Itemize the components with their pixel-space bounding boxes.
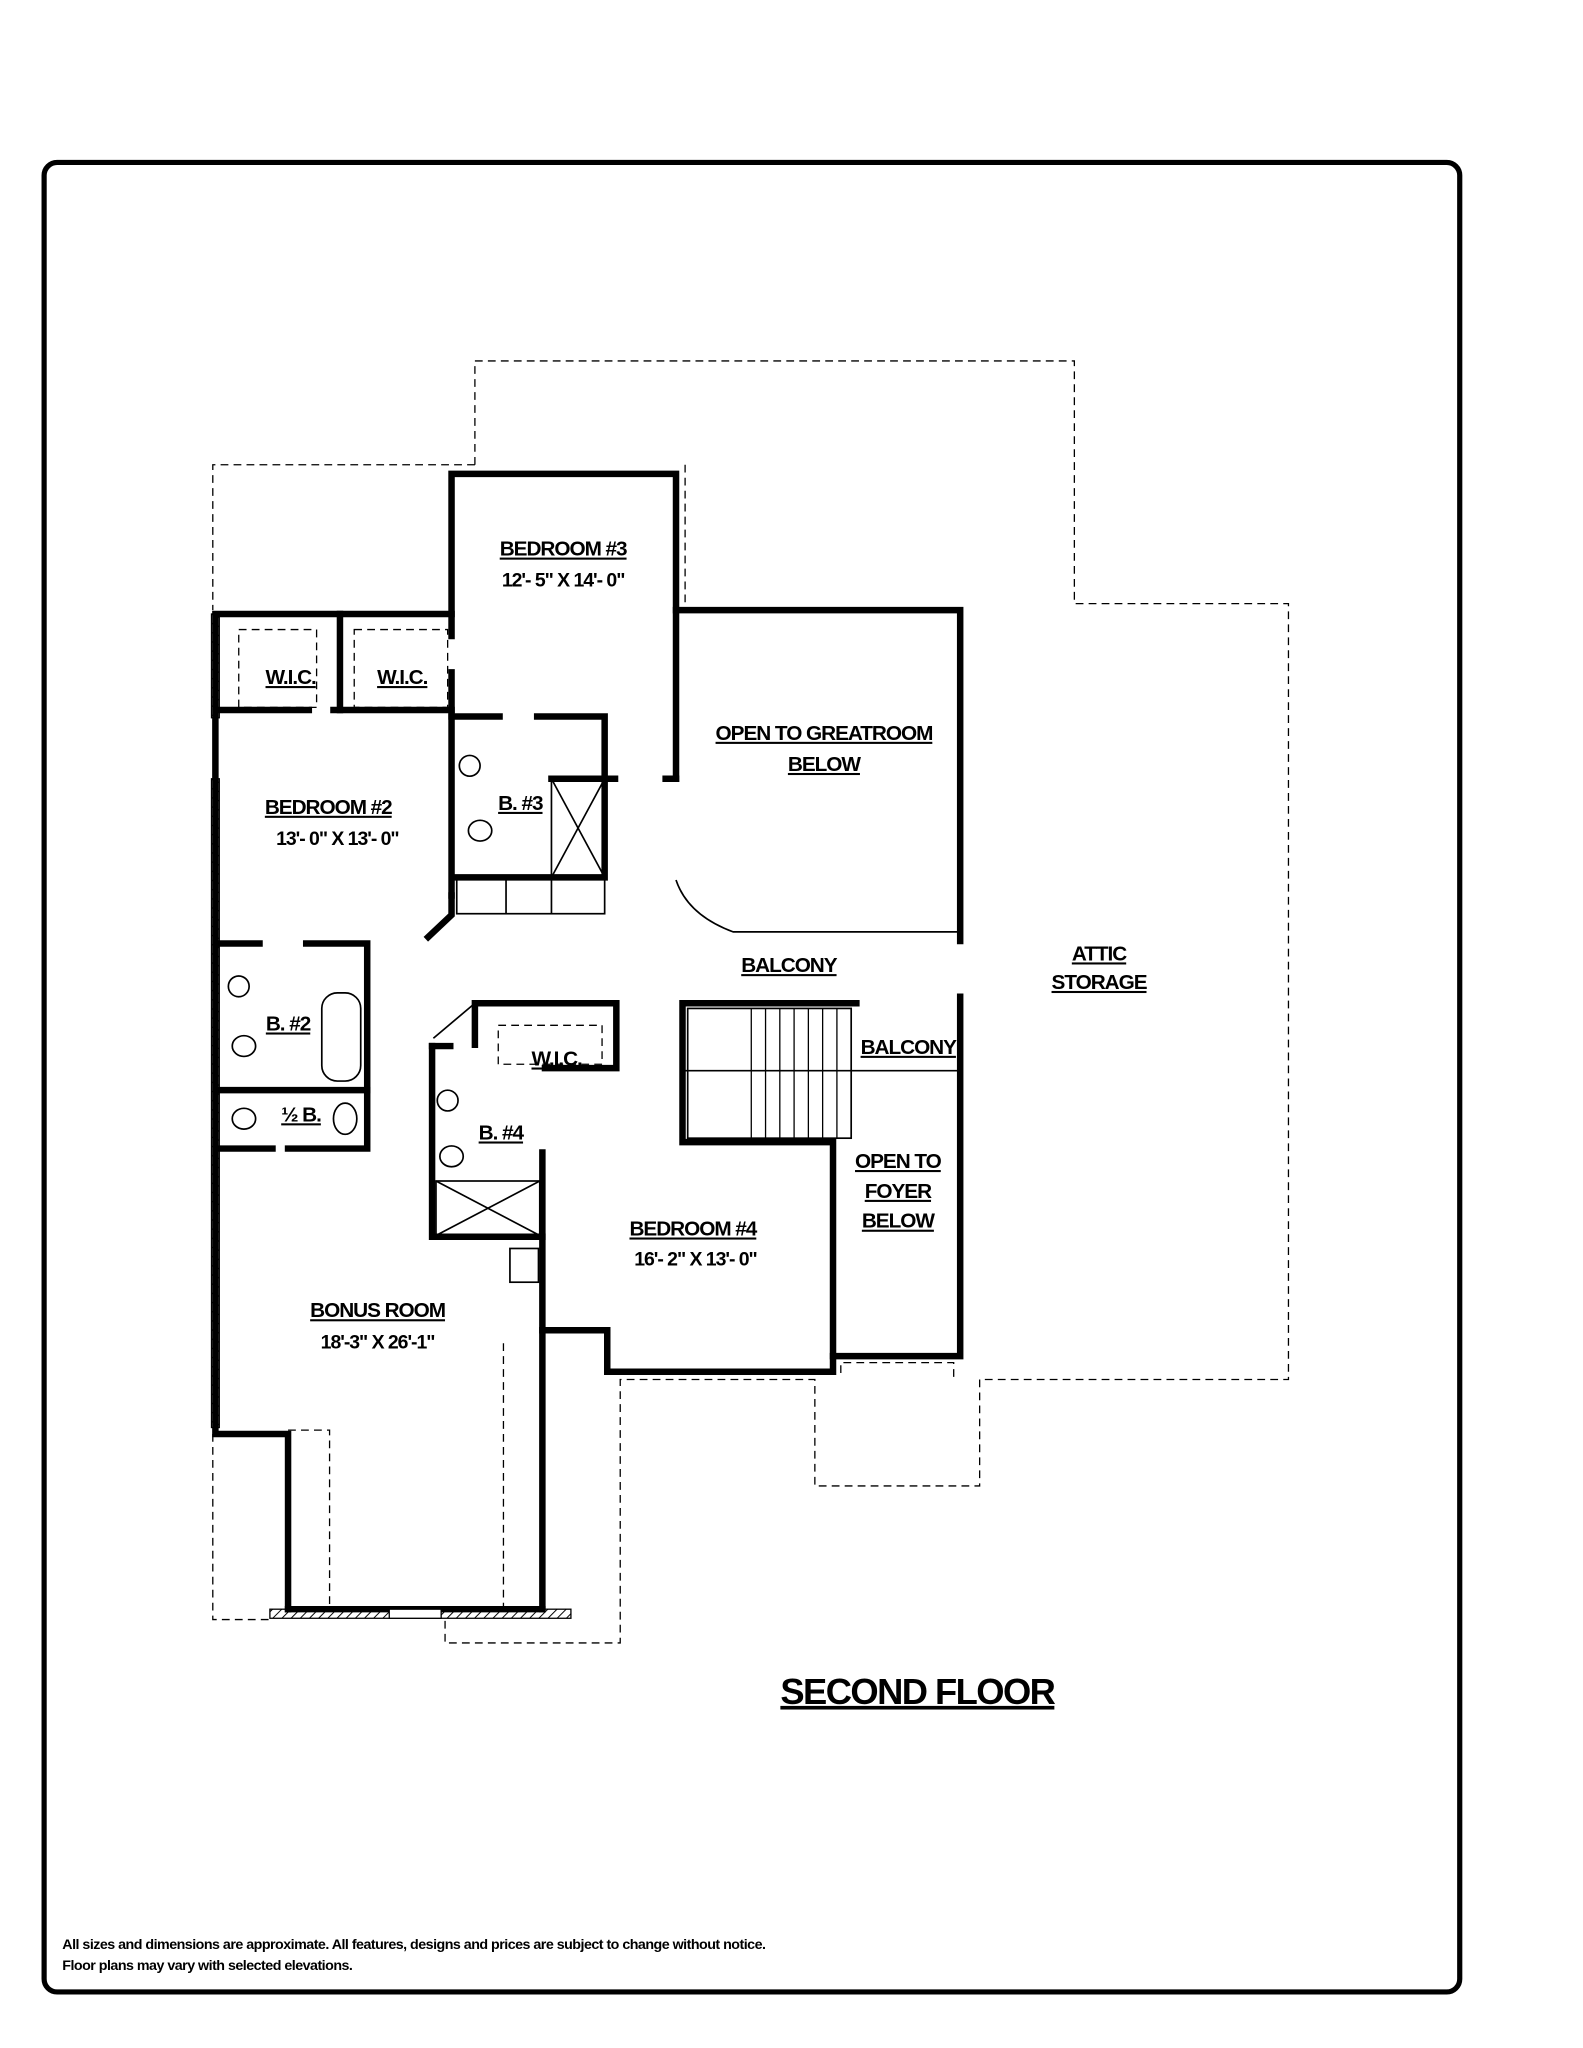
fixtures [227, 754, 961, 1284]
wic-label-1: W.I.C. [266, 666, 317, 689]
balcony-label-2: BALCONY [861, 1036, 958, 1059]
bonus-room-size: 18'-3" X 26'-1" [321, 1331, 435, 1353]
foyer-label-2: FOYER [865, 1180, 932, 1203]
halfbath-label: ½ B. [281, 1103, 321, 1126]
attic-label-2: STORAGE [1052, 971, 1148, 994]
disclaimer-line-2: Floor plans may vary with selected eleva… [62, 1958, 352, 1974]
bedroom3-label: BEDROOM #3 [500, 538, 627, 561]
greatroom-label-2: BELOW [788, 753, 861, 776]
attic-label-1: ATTIC [1072, 942, 1127, 965]
balcony-label-1: BALCONY [741, 954, 838, 977]
greatroom-label-1: OPEN TO GREATROOM [716, 722, 933, 745]
bath2-label: B. #2 [266, 1012, 311, 1035]
bonus-room-label: BONUS ROOM [310, 1299, 445, 1322]
bedroom4-size: 16'- 2" X 13'- 0" [634, 1248, 757, 1270]
walls [212, 470, 964, 1613]
bedroom4-label: BEDROOM #4 [629, 1217, 757, 1240]
room-labels: BEDROOM #3 12'- 5" X 14'- 0" W.I.C. W.I.… [265, 538, 1149, 1354]
bath3-label: B. #3 [498, 792, 543, 815]
bedroom3-size: 12'- 5" X 14'- 0" [502, 570, 625, 592]
bath4-label: B. #4 [479, 1121, 525, 1144]
exterior-hatch [210, 613, 572, 1619]
plan-title: SECOND FLOOR [780, 1671, 1055, 1712]
foyer-label-1: OPEN TO [855, 1150, 942, 1173]
disclaimer-line-1: All sizes and dimensions are approximate… [62, 1937, 765, 1953]
foyer-label-3: BELOW [862, 1210, 935, 1233]
bedroom2-label: BEDROOM #2 [265, 796, 392, 819]
wic-label-3: W.I.C. [532, 1048, 583, 1071]
page-frame [41, 159, 1463, 1995]
bedroom2-size: 13'- 0" X 13'- 0" [276, 828, 399, 850]
wic-label-2: W.I.C. [377, 666, 428, 689]
